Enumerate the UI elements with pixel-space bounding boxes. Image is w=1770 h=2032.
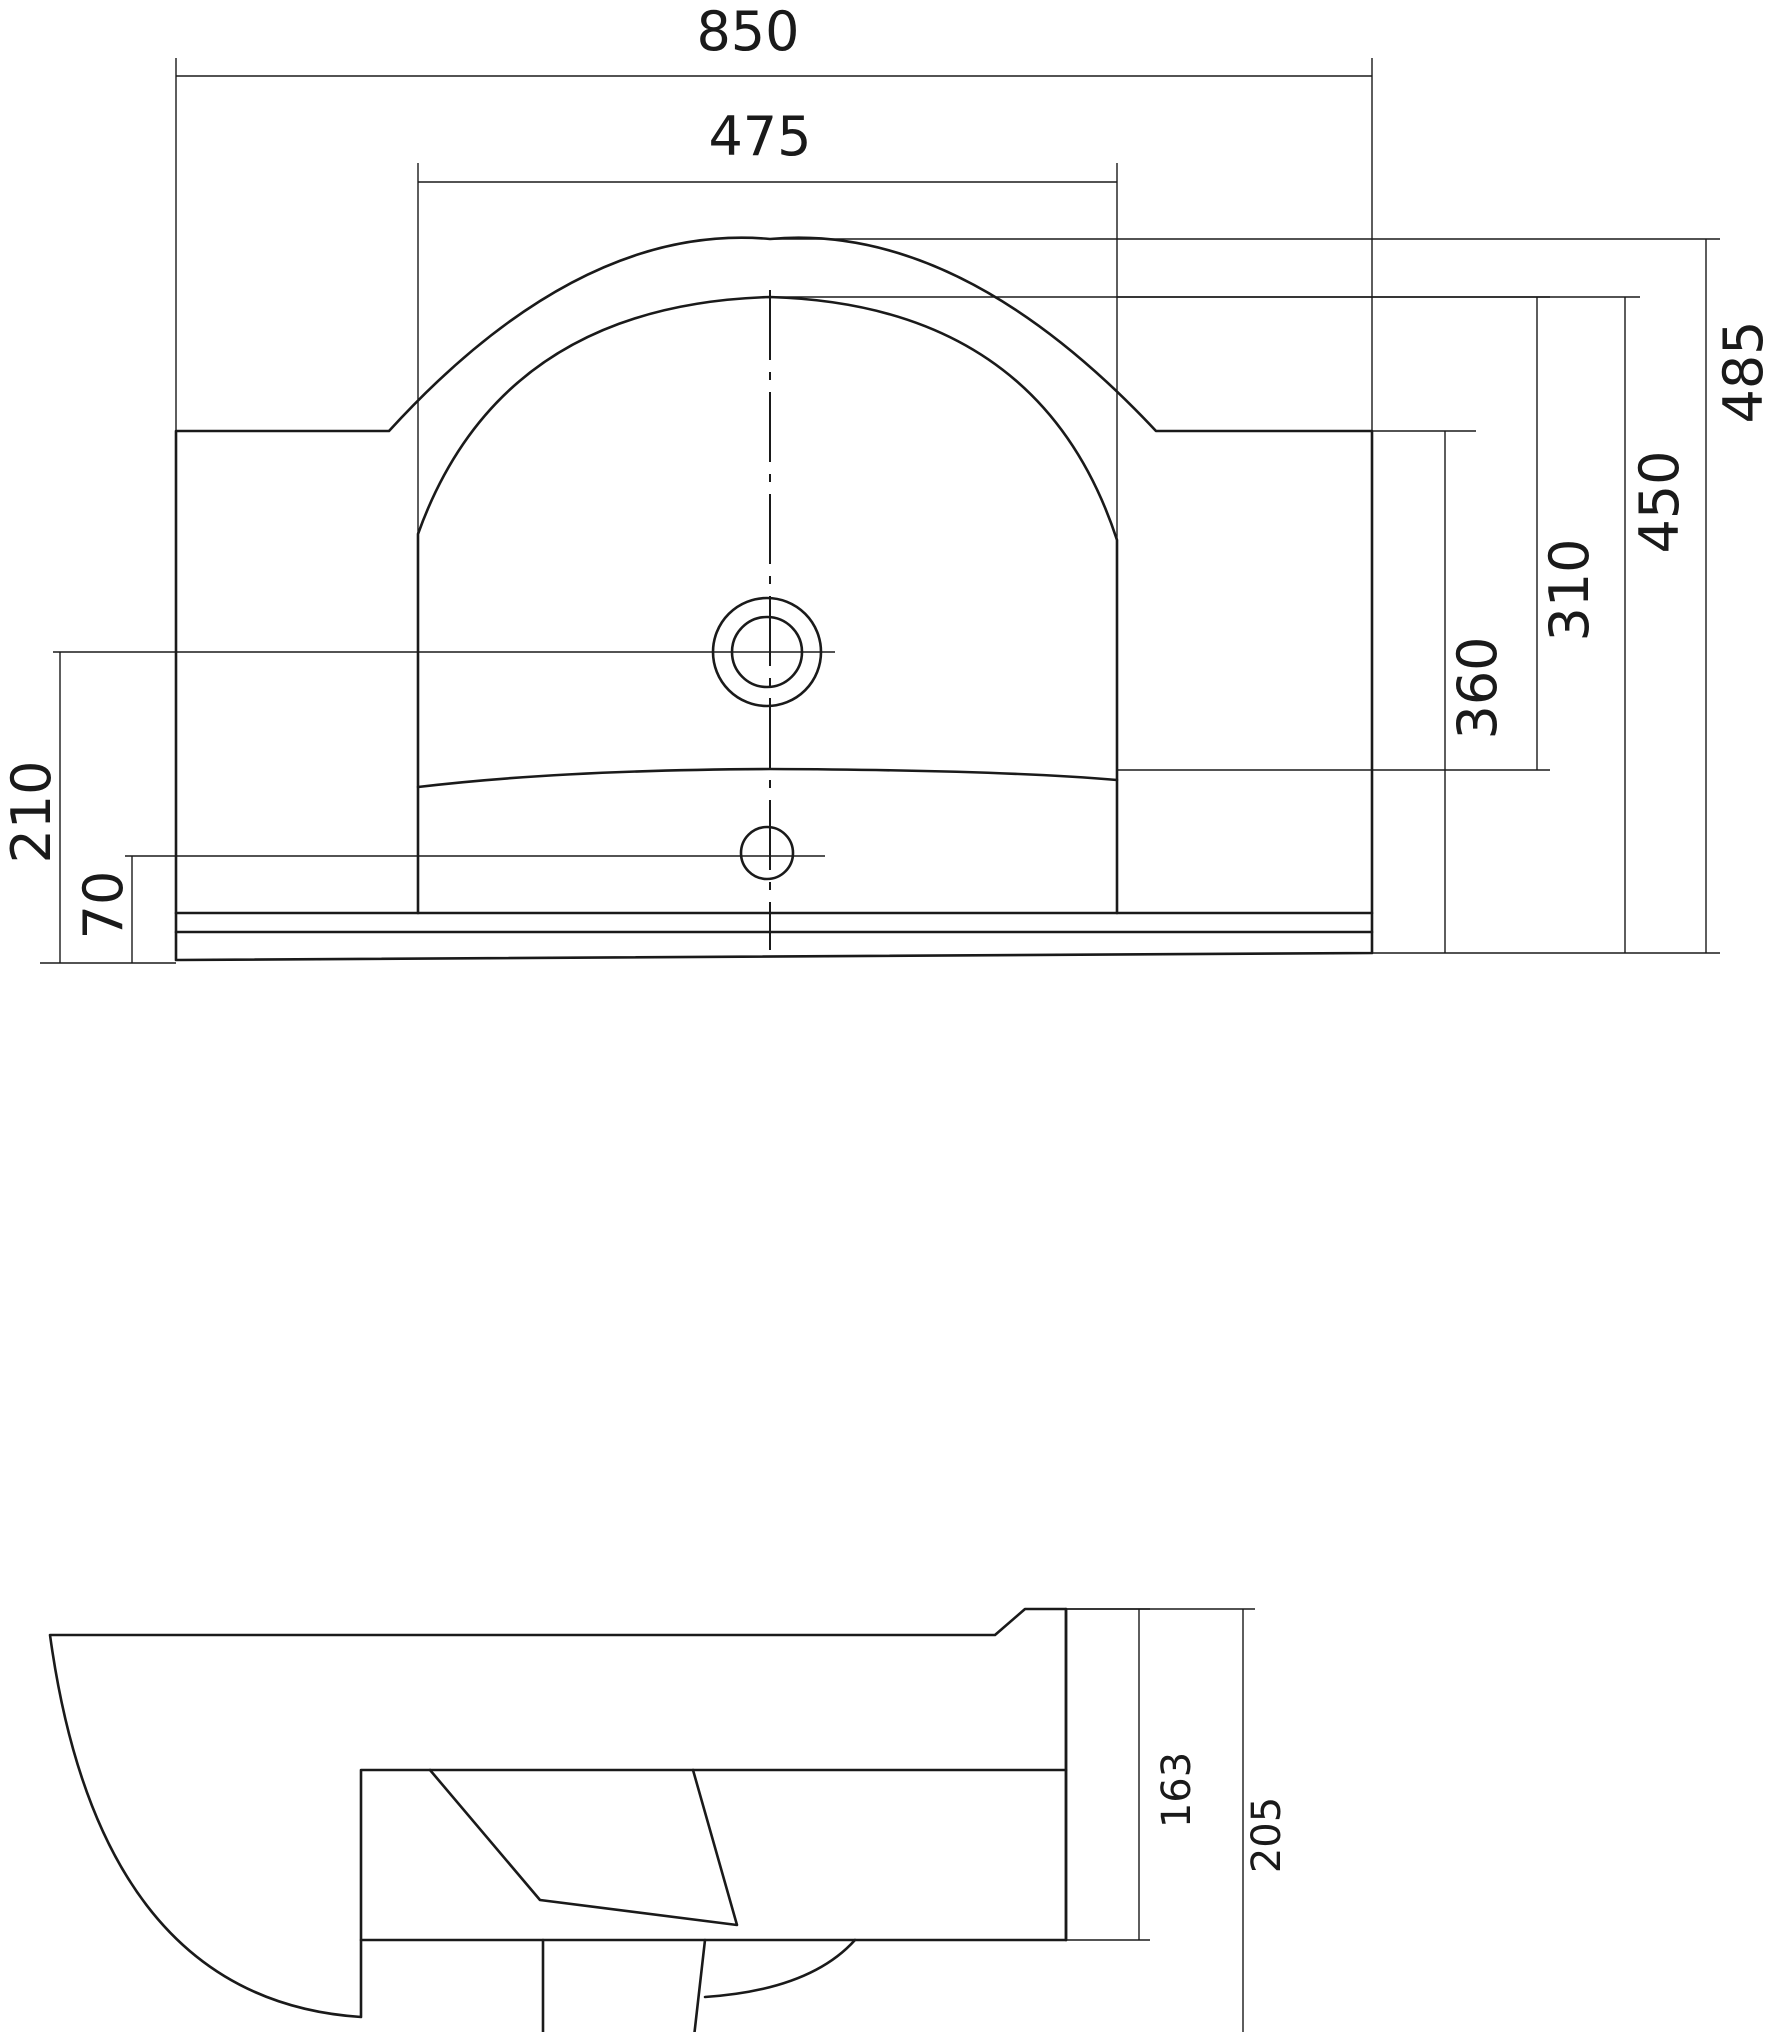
- dim-label: 475: [708, 105, 811, 168]
- side-siphon-curve: [703, 1938, 857, 1999]
- dim-label: 210: [0, 760, 63, 863]
- dim-front-to-drain: 210: [0, 651, 835, 964]
- bowl-outline: [416, 295, 1119, 915]
- side-bowl-wall: [428, 1768, 739, 1927]
- dim-label: 310: [1538, 538, 1601, 641]
- dim-front-to-overflow: 70: [72, 855, 825, 963]
- dim-label: 450: [1628, 450, 1691, 553]
- dim-overall-width: 850: [175, 0, 1373, 431]
- bowl-front-rim: [416, 767, 1119, 789]
- dim-bowl-width: 475: [417, 105, 1118, 540]
- dim-label: 360: [1446, 636, 1509, 739]
- dim-label: 70: [72, 871, 135, 940]
- side-bowl-cavity: [359, 1768, 1068, 1942]
- dim-front-to-bowl-edge: 360: [1372, 430, 1509, 953]
- dim-label: 485: [1712, 320, 1770, 423]
- side-view: 163 205: [48, 1607, 1290, 2032]
- dim-total-height: 205: [1066, 1608, 1290, 2032]
- dim-overall-depth: 485: [770, 238, 1770, 954]
- side-siphon: [541, 1938, 707, 2032]
- dim-label: 163: [1154, 1752, 1200, 1828]
- side-profile-outline: [48, 1607, 1068, 2019]
- dim-basin-height: 163: [1066, 1608, 1200, 1941]
- dim-label: 850: [696, 0, 799, 63]
- overflow-hole-icon: [739, 825, 795, 881]
- top-view: 850 475 485 450 310: [0, 0, 1770, 964]
- dim-bowl-inner: 310: [1117, 296, 1601, 771]
- dim-label: 205: [1244, 1797, 1290, 1873]
